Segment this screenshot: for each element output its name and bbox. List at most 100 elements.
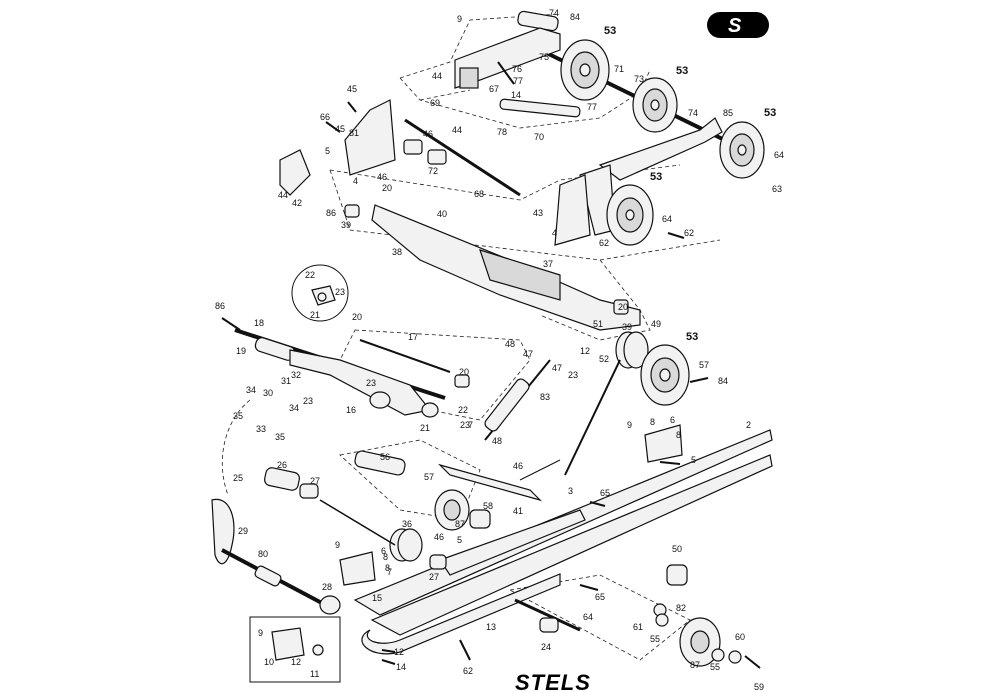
brand-wordmark: STELS (515, 670, 591, 692)
bottom-axle-outline (508, 574, 691, 661)
callout-3: 3 (568, 486, 573, 496)
callout-47: 47 (523, 349, 533, 359)
callout-87: 87 (690, 660, 700, 670)
callout-19: 19 (236, 346, 246, 356)
callout-46: 46 (434, 532, 444, 542)
idler-wheel-1 (560, 39, 610, 101)
callout-23: 23 (303, 396, 313, 406)
callout-34: 34 (246, 385, 256, 395)
callout-87: 87 (455, 519, 465, 529)
inset-detail (249, 616, 341, 683)
callout-16: 16 (346, 405, 356, 415)
callout-12: 12 (394, 647, 404, 657)
bottom-axle (514, 598, 581, 633)
callout-32: 32 (291, 370, 301, 380)
callout-74: 74 (549, 8, 559, 18)
callout-45: 45 (335, 124, 345, 134)
callout-46: 46 (513, 461, 523, 471)
callout-42: 42 (292, 198, 302, 208)
callout-9: 9 (335, 540, 340, 550)
spacer-row (499, 98, 581, 118)
callout-23: 23 (335, 287, 345, 297)
callout-46: 46 (377, 172, 387, 182)
callout-47: 47 (552, 363, 562, 373)
callout-64: 64 (774, 150, 784, 160)
callout-24: 24 (541, 642, 551, 652)
callout-8: 8 (676, 430, 681, 440)
callout-86: 86 (326, 208, 336, 218)
callout-72: 72 (428, 166, 438, 176)
callout-23: 23 (568, 370, 578, 380)
callout-84: 84 (718, 376, 728, 386)
callout-7: 7 (468, 420, 473, 430)
logo-letter: S (728, 15, 742, 37)
callout-14: 14 (511, 90, 521, 100)
idler-wheel-3 (719, 121, 765, 179)
callout-53: 53 (686, 331, 698, 343)
right-bracket (644, 424, 683, 463)
callout-34: 34 (289, 403, 299, 413)
left-clip-outline (221, 399, 251, 496)
callout-53: 53 (604, 25, 616, 37)
slide-rails (353, 429, 773, 655)
callout-21: 21 (420, 423, 430, 433)
callout-35: 35 (275, 432, 285, 442)
callout-57: 57 (424, 472, 434, 482)
callout-48: 48 (492, 436, 502, 446)
callout-82: 82 (676, 603, 686, 613)
callout-23: 23 (460, 420, 470, 430)
callout-4: 4 (552, 228, 557, 238)
callout-86: 86 (215, 301, 225, 311)
callout-28: 28 (322, 582, 332, 592)
callout-58: 58 (483, 501, 493, 511)
rear-arm (344, 204, 641, 331)
callout-74: 74 (688, 108, 698, 118)
callout-10: 10 (264, 657, 274, 667)
callout-69: 69 (430, 98, 440, 108)
callout-52: 52 (599, 354, 609, 364)
callout-8: 8 (385, 563, 390, 573)
callout-46: 46 (423, 129, 433, 139)
callout-18: 18 (254, 318, 264, 328)
callout-12: 12 (580, 346, 590, 356)
callout-41: 41 (513, 506, 523, 516)
callout-27: 27 (310, 476, 320, 486)
callout-39: 39 (341, 220, 351, 230)
lower-components (264, 450, 543, 570)
callout-71: 71 (614, 64, 624, 74)
callout-36: 36 (402, 519, 412, 529)
callout-70: 70 (534, 132, 544, 142)
callout-55: 55 (650, 634, 660, 644)
callout-73: 73 (634, 74, 644, 84)
fasteners (221, 61, 761, 669)
callout-78: 78 (497, 127, 507, 137)
callout-11: 11 (310, 669, 319, 679)
callout-8: 8 (383, 552, 388, 562)
callout-62: 62 (463, 666, 473, 676)
callout-64: 64 (662, 214, 672, 224)
callout-77: 77 (513, 76, 523, 86)
callout-50: 50 (672, 544, 682, 554)
callout-75: 75 (539, 52, 549, 62)
callout-30: 30 (263, 388, 273, 398)
callout-80: 80 (258, 549, 268, 559)
callout-44: 44 (452, 125, 462, 135)
callout-9: 9 (627, 420, 632, 430)
callout-76: 76 (512, 64, 522, 74)
callout-20: 20 (459, 367, 469, 377)
callout-53: 53 (650, 171, 662, 183)
left-bracket (279, 99, 591, 246)
callout-20: 20 (352, 312, 362, 322)
callout-5: 5 (457, 535, 462, 545)
upper-shaft (403, 118, 521, 197)
front-arm (234, 328, 470, 418)
callout-60: 60 (735, 632, 745, 642)
lower-rail-outline (339, 439, 481, 521)
callout-53: 53 (764, 107, 776, 119)
callout-9: 9 (457, 14, 462, 24)
callout-84: 84 (570, 12, 580, 22)
callout-63: 63 (772, 184, 782, 194)
callout-12: 12 (291, 657, 301, 667)
brand-logo: S (707, 12, 769, 38)
callout-61: 61 (633, 622, 643, 632)
